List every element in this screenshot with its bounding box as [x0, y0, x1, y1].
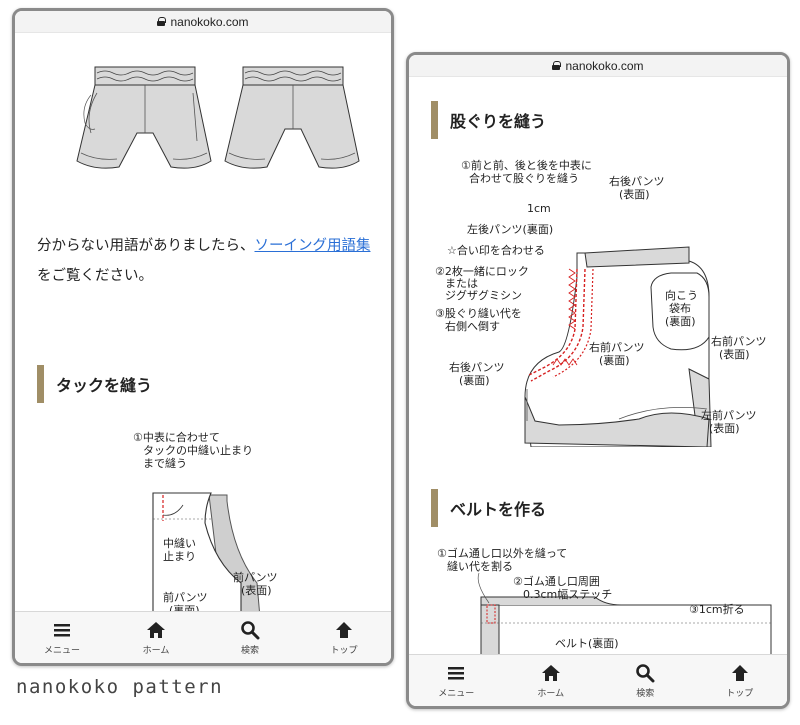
- nav-search-label: 検索: [240, 644, 259, 655]
- home-icon: [147, 621, 165, 638]
- crotch-note-1-line-1: ①前と前、後と後を中表に: [461, 158, 592, 172]
- hamburger-menu-icon: [54, 623, 70, 636]
- home-icon: [541, 664, 560, 681]
- heading-accent-bar: [431, 101, 438, 139]
- nav-menu-label: メニュー: [43, 644, 80, 655]
- heading-text: 股ぐりを縫う: [450, 112, 547, 131]
- nav-menu-label: メニュー: [438, 687, 475, 698]
- address-bar[interactable]: nanokoko.com: [15, 11, 391, 33]
- crotch-label-match: ☆合い印を合わせる: [447, 243, 545, 257]
- crotch-note-1-line-2: 合わせて股ぐりを縫う: [469, 171, 579, 185]
- tuck-label-inner-a: 中縫い: [163, 536, 196, 550]
- nav-menu-button[interactable]: メニュー: [27, 620, 97, 656]
- crotch-note-2-line-1: ②2枚一緒にロック: [435, 264, 529, 278]
- nav-menu-button[interactable]: メニュー: [421, 663, 491, 699]
- heading-text: ベルトを作る: [450, 500, 547, 519]
- crotch-label-right-back-outer-b: (表面): [619, 187, 650, 201]
- search-icon: [241, 620, 260, 639]
- tuck-diagram: ①中表に合わせて タックの中縫い止まり まで縫う 中縫い 止まり 前パンツ (裏…: [133, 430, 278, 611]
- crotch-label-right-front-outer-b: (表面): [719, 347, 750, 361]
- crotch-label-left-back: 左後パンツ(裏面): [467, 222, 553, 236]
- shorts-front-drawing: [76, 66, 212, 169]
- arrow-up-icon: [731, 664, 748, 681]
- crotch-pants-drawing: [524, 246, 712, 447]
- address-bar[interactable]: nanokoko.com: [409, 55, 787, 77]
- crotch-note-2-line-3: ジグザグミシン: [445, 288, 522, 302]
- heading-accent-bar: [431, 489, 438, 527]
- nav-top-button[interactable]: トップ: [309, 620, 379, 656]
- left-phone-screen: nanokoko.com: [12, 8, 394, 666]
- crotch-label-right-front-outer-a: 右前パンツ: [711, 334, 767, 348]
- crotch-label-right-back-outer-a: 右後パンツ: [609, 174, 665, 188]
- belt-label: ベルト(裏面): [555, 636, 619, 650]
- paragraph-suffix: をご覧ください。: [37, 268, 153, 284]
- search-icon: [636, 663, 655, 682]
- tuck-label-front-a: 前パンツ: [163, 590, 208, 604]
- belt-note-1-line-1: ①ゴム通し口以外を縫って: [437, 546, 567, 560]
- crotch-note-2-line-2: または: [445, 277, 478, 290]
- right-phone-screen: nanokoko.com 股ぐりを縫う: [406, 52, 790, 709]
- hamburger-menu-icon: [448, 666, 465, 679]
- glossary-paragraph: 分からない用語がありましたら、ソーイング用語集をご覧ください。: [37, 231, 377, 291]
- tuck-label-inner-b: 止まり: [163, 550, 196, 563]
- crotch-seam-diagram: ①前と前、後と後を中表に 合わせて股ぐりを縫う 1cm 左後パンツ(裏面) ☆合…: [435, 158, 767, 447]
- brand-watermark: nanokoko pattern: [16, 676, 224, 698]
- nav-top-button[interactable]: トップ: [705, 663, 775, 699]
- nav-search-button[interactable]: 検索: [610, 663, 680, 699]
- url-text: nanokoko.com: [170, 14, 249, 29]
- url-text: nanokoko.com: [565, 58, 644, 73]
- tuck-label-front-b: (裏面): [169, 603, 200, 611]
- lock-icon: [552, 61, 562, 70]
- nav-search-button[interactable]: 検索: [215, 620, 285, 656]
- arrow-up-icon: [336, 621, 352, 638]
- shorts-back-drawing: [224, 66, 360, 169]
- belt-note-2-line-2: 0.3cm幅ステッチ: [523, 588, 612, 601]
- heading-accent-bar: [37, 365, 44, 403]
- belt-note-3: ③1cm折る: [689, 602, 745, 616]
- crotch-label-pocket-a: 向こう: [665, 288, 698, 302]
- crotch-label-pocket-c: (裏面): [665, 314, 696, 328]
- belt-diagram: ①ゴム通し口以外を縫って 縫い代を割る ②ゴム通し口周囲 0.3cm幅ステッチ …: [437, 546, 772, 654]
- shorts-illustration: [76, 66, 360, 169]
- nav-home-label: ホーム: [537, 687, 565, 698]
- tuck-label-side-a: 前パンツ: [233, 570, 278, 584]
- nav-home-button[interactable]: ホーム: [121, 620, 191, 656]
- heading-text: タックを縫う: [56, 376, 153, 395]
- crotch-label-right-back-inner-a: 右後パンツ: [449, 360, 505, 374]
- nav-top-label: トップ: [330, 644, 358, 655]
- tuck-note-1-line-3: まで縫う: [143, 456, 187, 470]
- bottom-navigation: メニュー ホーム 検索 トップ: [409, 654, 787, 706]
- tuck-note-1-line-1: ①中表に合わせて: [133, 430, 220, 444]
- belt-note-1-line-2: 縫い代を割る: [447, 559, 513, 573]
- crotch-note-3-line-2: 右側へ倒す: [445, 319, 500, 333]
- crotch-label-pocket-b: 袋布: [669, 301, 691, 315]
- lock-icon: [157, 17, 167, 26]
- crotch-note-3-line-1: ③股ぐり縫い代を: [435, 306, 522, 320]
- crotch-label-right-back-inner-b: (裏面): [459, 373, 490, 387]
- crotch-label-left-front-b: (表面): [709, 421, 740, 435]
- section-heading-belt: ベルトを作る: [431, 489, 546, 527]
- nav-search-label: 検索: [636, 687, 655, 698]
- crotch-label-left-front-a: 左前パンツ: [701, 408, 757, 422]
- page-content[interactable]: 股ぐりを縫う: [409, 77, 787, 654]
- nav-home-button[interactable]: ホーム: [516, 663, 586, 699]
- sewing-glossary-link[interactable]: ソーイング用語集: [254, 238, 371, 254]
- crotch-label-right-front-inner-a: 右前パンツ: [589, 340, 645, 354]
- tuck-note-1-line-2: タックの中縫い止まり: [143, 443, 253, 457]
- nav-home-label: ホーム: [142, 644, 170, 655]
- nav-top-label: トップ: [726, 687, 754, 698]
- section-heading-crotch: 股ぐりを縫う: [431, 101, 546, 139]
- paragraph-prefix: 分からない用語がありましたら、: [37, 238, 255, 254]
- belt-drawing: [477, 572, 772, 654]
- crotch-label-1cm: 1cm: [527, 202, 551, 215]
- crotch-label-right-front-inner-b: (裏面): [599, 353, 630, 367]
- bottom-navigation: メニュー ホーム 検索 トップ: [15, 611, 391, 663]
- belt-note-2-line-1: ②ゴム通し口周囲: [513, 574, 600, 588]
- section-heading-tuck: タックを縫う: [37, 365, 152, 403]
- page-content[interactable]: 分からない用語がありましたら、ソーイング用語集をご覧ください。 タックを縫う ①…: [15, 33, 391, 611]
- tuck-label-side-b: (表面): [241, 583, 272, 597]
